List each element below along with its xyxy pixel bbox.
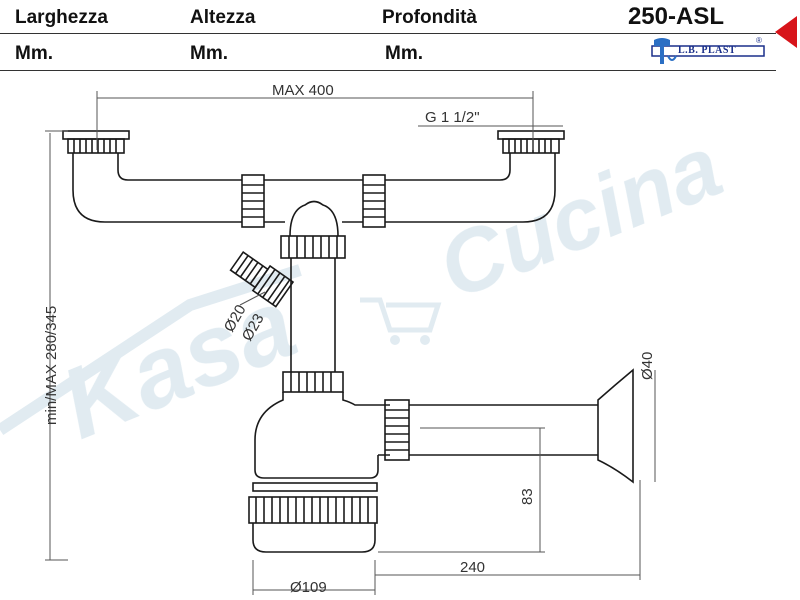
- faucet-icon: [651, 38, 765, 64]
- siphon-outline: [62, 130, 634, 553]
- header-divider: [0, 33, 776, 34]
- wall-flange: [597, 368, 634, 484]
- label-larghezza: Larghezza: [15, 7, 108, 28]
- nav-arrow-icon[interactable]: [775, 16, 797, 48]
- right-union-nut: [362, 174, 386, 228]
- tee-body: [264, 179, 363, 237]
- watermark: Kasa Cucina: [0, 116, 734, 460]
- bottle-nut: [282, 371, 344, 393]
- bottle-body: [254, 392, 390, 479]
- tee-bottom-nut: [280, 235, 346, 259]
- left-union-nut: [241, 174, 265, 228]
- logo-text: L.B. PLAST: [678, 45, 737, 56]
- dim-trap-height: 83: [519, 488, 536, 505]
- dimension-lines: [45, 91, 656, 595]
- product-code: 250-ASL: [627, 3, 724, 30]
- dim-trap-diameter: Ø109: [290, 579, 327, 596]
- unit-altezza: Mm.: [190, 43, 228, 64]
- outlet-pipe: [409, 404, 598, 456]
- dim-flange-d40: Ø40: [639, 352, 656, 380]
- header-bottom-divider: [0, 70, 776, 71]
- right-outlet-cap: [497, 130, 565, 154]
- connecting-pipe: [72, 153, 556, 223]
- bottom-cap: [248, 482, 378, 553]
- side-inlet: [229, 250, 295, 308]
- unit-larghezza: Mm.: [15, 43, 53, 64]
- dim-max-width: MAX 400: [272, 82, 334, 99]
- dim-height-range: min/MAX 280/345: [43, 306, 60, 425]
- label-profondita: Profondità: [382, 7, 477, 28]
- vertical-pipe: [290, 258, 336, 372]
- unit-profondita: Mm.: [385, 43, 423, 64]
- left-outlet-cap: [62, 130, 130, 154]
- outlet-nut: [384, 399, 410, 461]
- label-altezza: Altezza: [190, 7, 256, 28]
- dim-thread: G 1 1/2": [425, 109, 480, 126]
- lb-plast-logo: L.B. PLAST ®: [648, 34, 766, 70]
- dim-horizontal-length: 240: [460, 559, 485, 576]
- logo-registered-mark: ®: [756, 36, 762, 45]
- watermark-cucina: Cucina: [425, 116, 734, 318]
